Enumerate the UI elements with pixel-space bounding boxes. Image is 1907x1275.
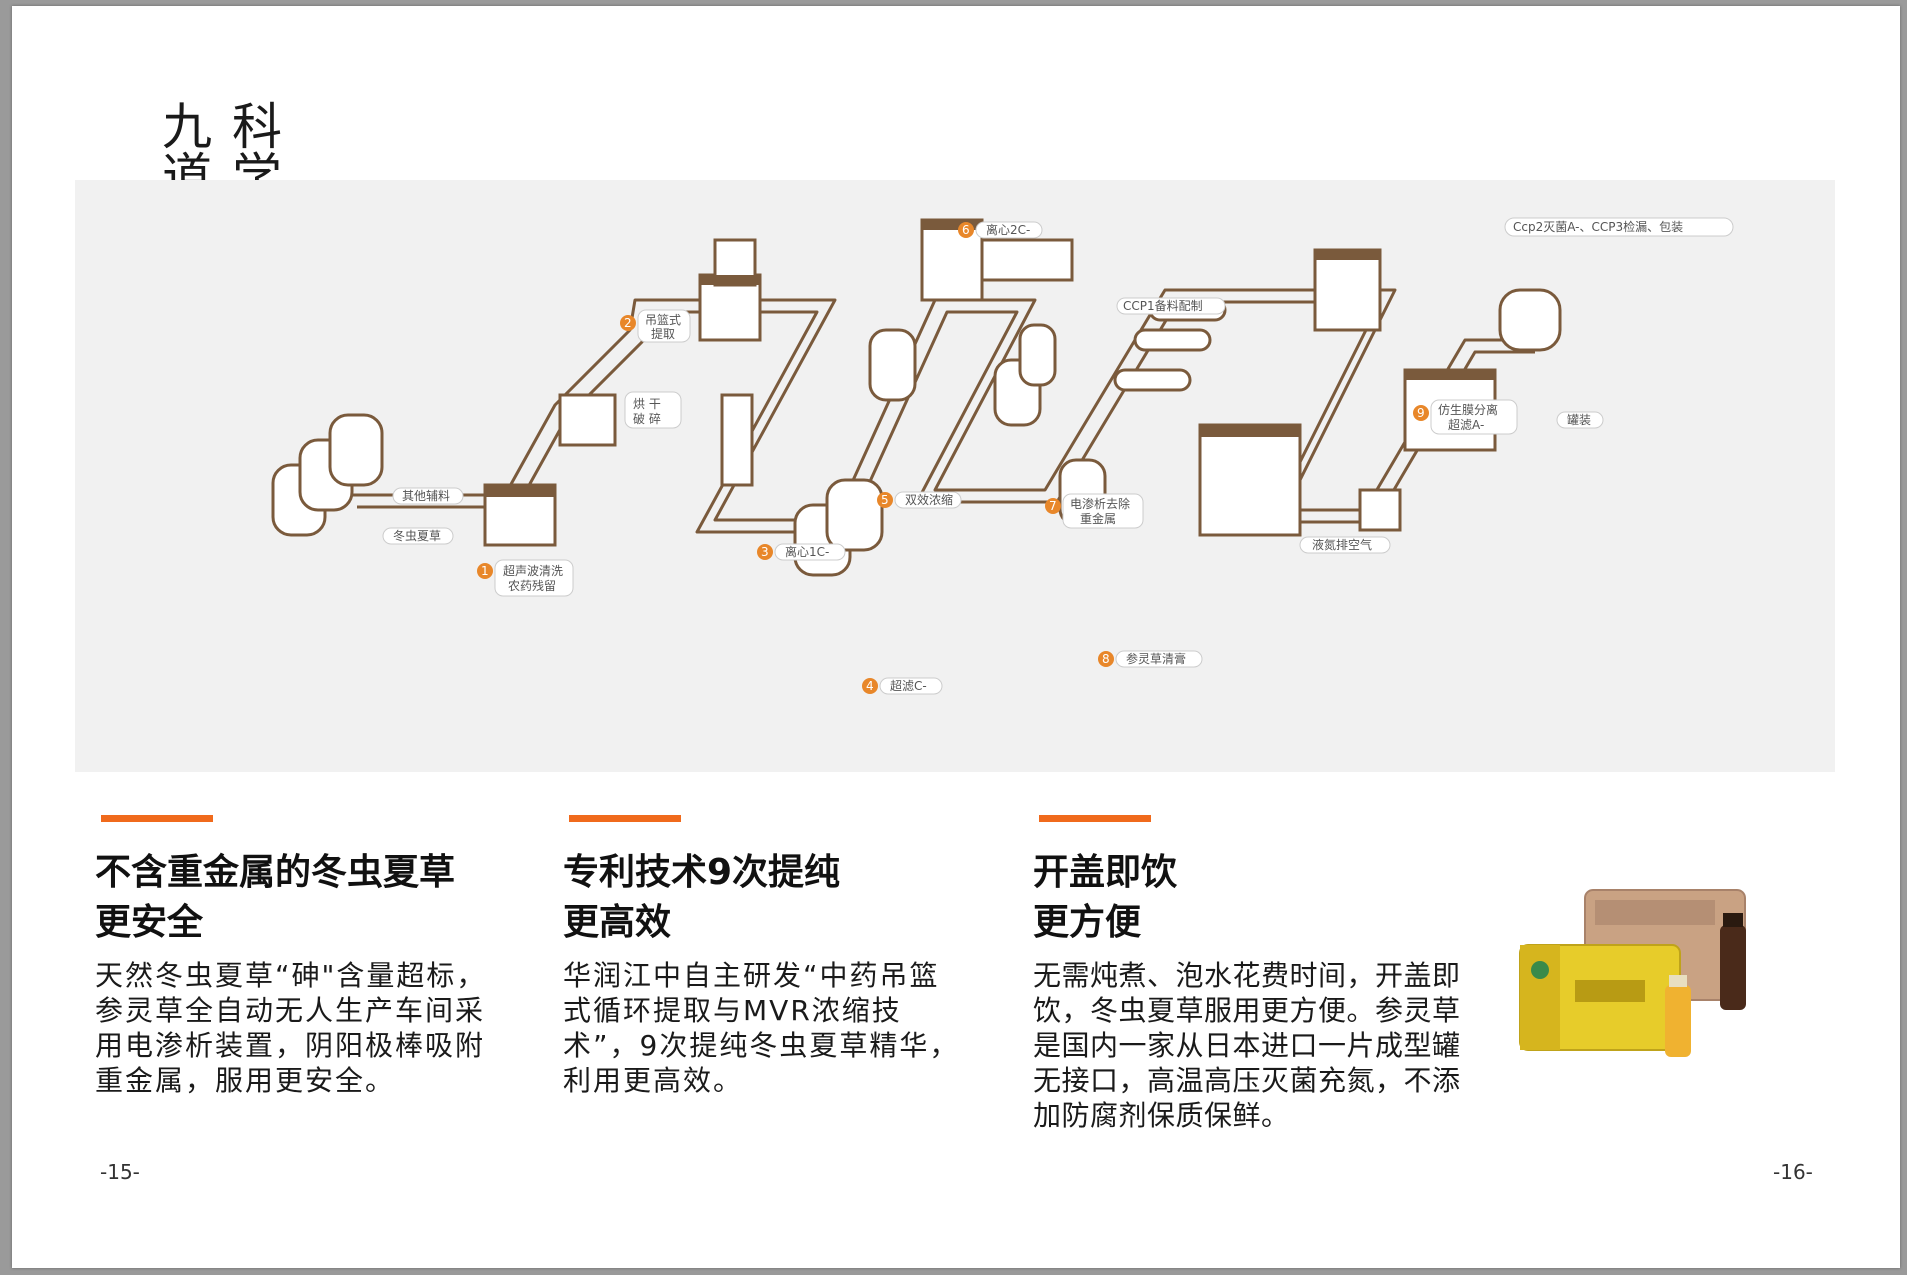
svg-text:破 碎: 破 碎 (633, 411, 661, 426)
step-3-label: 离心1C- (785, 544, 829, 559)
svg-text:3: 3 (761, 545, 769, 559)
svg-text:重金属: 重金属 (1080, 511, 1116, 526)
step-8-label: 参灵草清膏 (1126, 651, 1186, 666)
svg-text:9: 9 (1417, 406, 1425, 420)
svg-text:农药残留: 农药残留 (508, 579, 556, 593)
step-9-label: 仿生膜分离 (1438, 402, 1498, 417)
step-2-label: 吊篮式 (645, 312, 681, 327)
feature-column-convenience: 开盖即饮 更方便 无需炖煮、泡水花费时间，开盖即饮，冬虫夏草服用更方便。参灵草是… (1033, 815, 1460, 1133)
feature-column-safety: 不含重金属的冬虫夏草 更安全 天然冬虫夏草“砷"含量超标，参灵草全自动无人生产车… (95, 815, 515, 1098)
page-number-right: -16- (1773, 1160, 1813, 1184)
column-body: 华润江中自主研发“中药吊篮式循环提取与MVR浓缩技术”，9次提纯冬虫夏草精华，利… (563, 959, 960, 1097)
svg-text:2: 2 (624, 316, 632, 330)
column-title-line1: 专利技术9次提纯 (563, 852, 841, 893)
column-title-line2: 更高效 (563, 902, 672, 943)
svg-text:6: 6 (962, 223, 970, 237)
column-body: 无需炖煮、泡水花费时间，开盖即饮，冬虫夏草服用更方便。参灵草是国内一家从日本进口… (1033, 959, 1461, 1132)
column-body: 天然冬虫夏草“砷"含量超标，参灵草全自动无人生产车间采用电渗析装置，阴阳极棒吸附… (95, 959, 487, 1097)
accent-bar (569, 815, 681, 822)
accent-bar (1039, 815, 1151, 822)
label-ccp2: Ccp2灭菌A-、CCP3检漏、包装 (1513, 219, 1683, 234)
svg-text:4: 4 (866, 679, 874, 693)
step-1-label: 超声波清洗 (503, 563, 563, 578)
step-5-label: 双效浓缩 (905, 492, 953, 507)
svg-text:7: 7 (1049, 499, 1057, 513)
product-image (1519, 889, 1746, 1057)
step-6-label: 离心2C- (986, 222, 1030, 237)
process-diagram: 其他辅料 冬虫夏草 烘 干 破 碎 CCP1备料配制 Ccp2灭菌A-、CCP3… (271, 217, 1734, 695)
step-4-label: 超滤C- (890, 678, 927, 693)
label-ccp1: CCP1备料配制 (1123, 299, 1203, 313)
step-7-label: 电渗析去除 (1070, 496, 1130, 511)
svg-text:提取: 提取 (651, 326, 675, 341)
label-other-materials: 其他辅料 (402, 489, 450, 503)
svg-text:8: 8 (1102, 652, 1110, 666)
accent-bar (101, 815, 213, 822)
svg-text:1: 1 (481, 564, 489, 578)
feature-column-efficiency: 专利技术9次提纯 更高效 华润江中自主研发“中药吊篮式循环提取与MVR浓缩技术”… (563, 815, 983, 1098)
column-title-line1: 不含重金属的冬虫夏草 (95, 852, 456, 893)
page-number-left: -15- (100, 1160, 140, 1184)
column-title-line2: 更安全 (95, 902, 204, 943)
column-title-line2: 更方便 (1033, 902, 1142, 943)
label-canning: 罐装 (1567, 413, 1591, 427)
svg-text:5: 5 (881, 493, 889, 507)
label-liquid-nitrogen: 液氮排空气 (1312, 537, 1372, 552)
column-title-line1: 开盖即饮 (1033, 852, 1178, 893)
svg-text:超滤A-: 超滤A- (1448, 417, 1484, 432)
label-dry-crush: 烘 干 (633, 397, 661, 411)
label-cordyceps: 冬虫夏草 (393, 528, 441, 543)
